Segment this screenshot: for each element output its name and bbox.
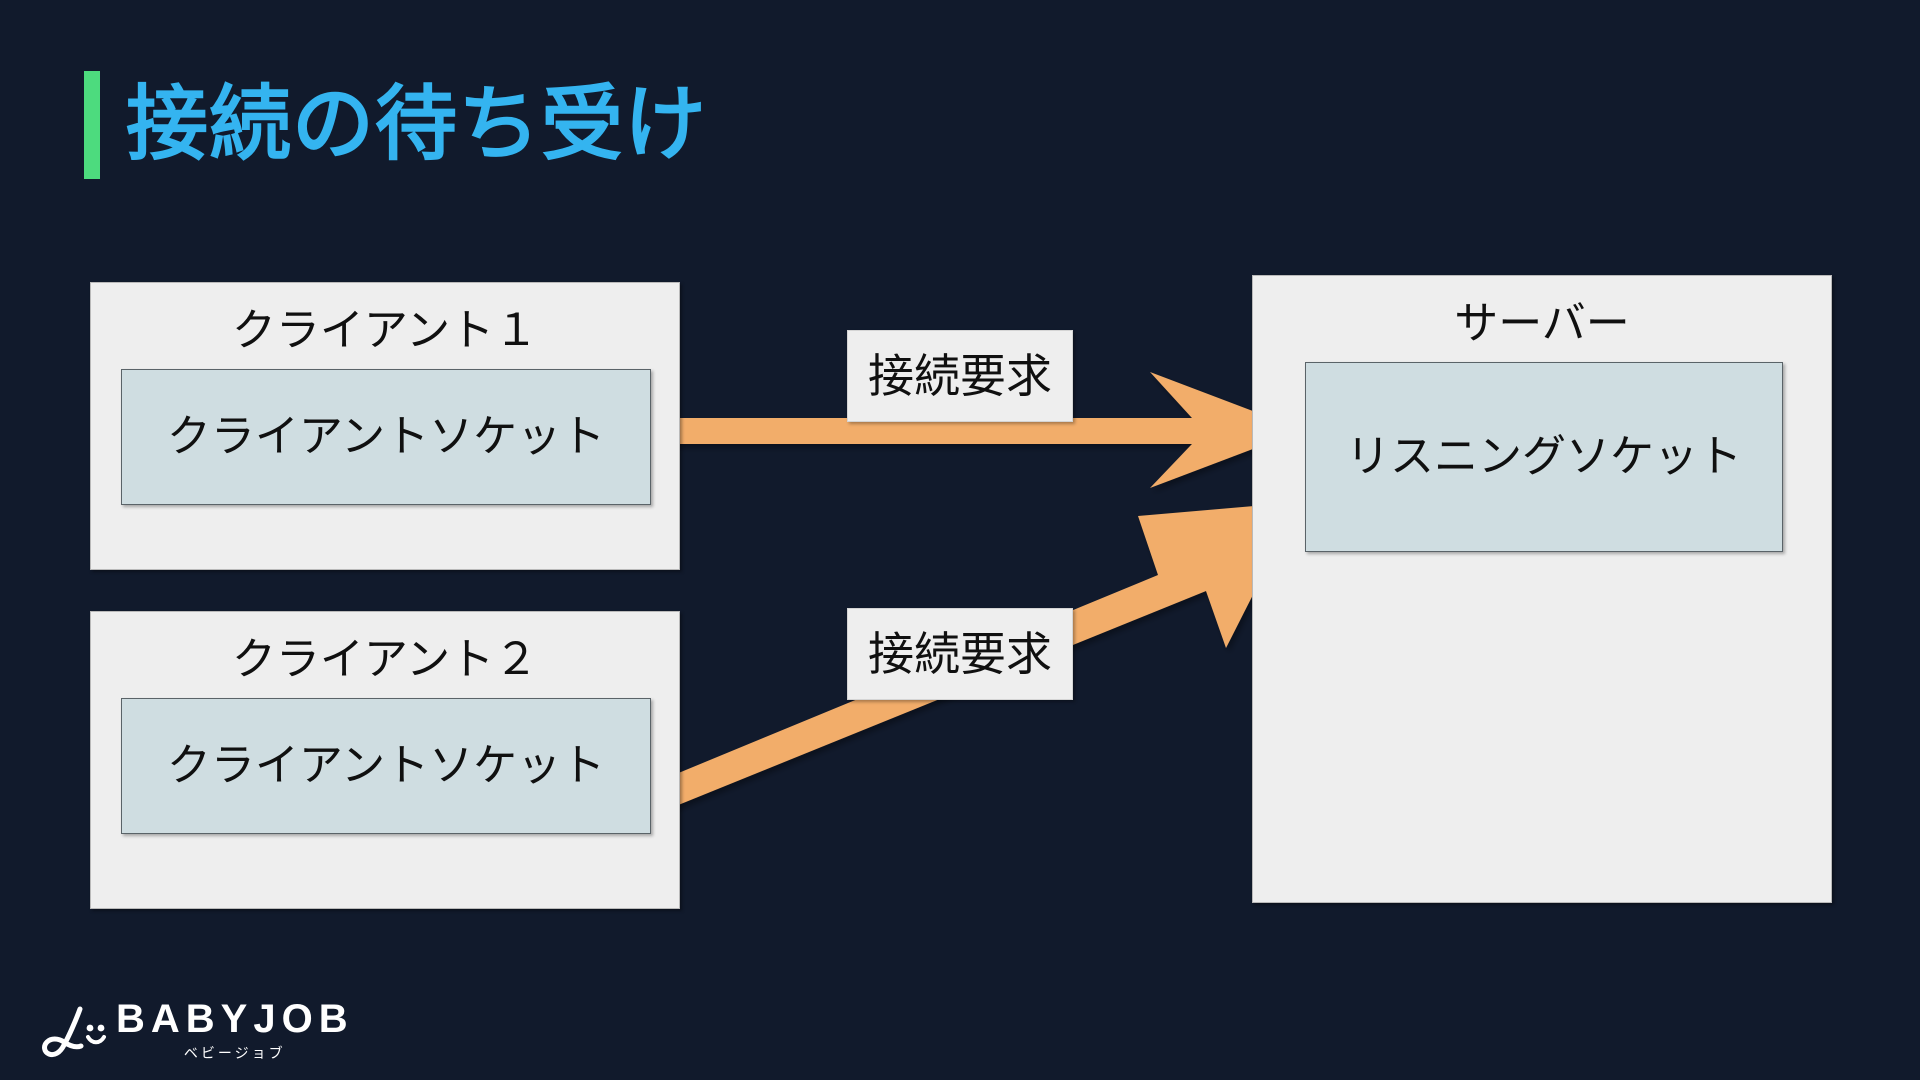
arrow-label-connection-request-2: 接続要求: [847, 608, 1073, 700]
page-title: 接続の待ち受け: [84, 70, 707, 180]
client2-title: クライアント２: [231, 635, 539, 684]
babyjob-logo: BABYJOB ベビージョブ: [36, 988, 354, 1062]
client1-socket-box[interactable]: クライアントソケット: [121, 369, 651, 505]
logo-text-group: BABYJOB ベビージョブ: [116, 999, 354, 1060]
client2-box[interactable]: クライアント２ クライアントソケット: [90, 611, 680, 909]
client2-socket-box[interactable]: クライアントソケット: [121, 698, 651, 834]
arrow-label-connection-request-1: 接続要求: [847, 330, 1073, 422]
server-title: サーバー: [1454, 299, 1630, 348]
logo-kana-subtitle: ベビージョブ: [183, 1045, 286, 1061]
server-listening-socket-label: リスニングソケット: [1346, 432, 1742, 481]
client1-title: クライアント１: [231, 306, 539, 355]
client1-box[interactable]: クライアント１ クライアントソケット: [90, 282, 680, 570]
babyjob-mark-icon: [42, 1006, 106, 1058]
client1-socket-label: クライアントソケット: [166, 412, 606, 461]
server-box[interactable]: サーバー リスニングソケット: [1252, 275, 1832, 903]
title-text: 接続の待ち受け: [126, 79, 708, 170]
client2-socket-label: クライアントソケット: [166, 741, 606, 790]
logo-wordmark: BABYJOB: [116, 997, 354, 1041]
title-accent-bar: [84, 71, 100, 179]
server-listening-socket-box[interactable]: リスニングソケット: [1305, 362, 1783, 552]
